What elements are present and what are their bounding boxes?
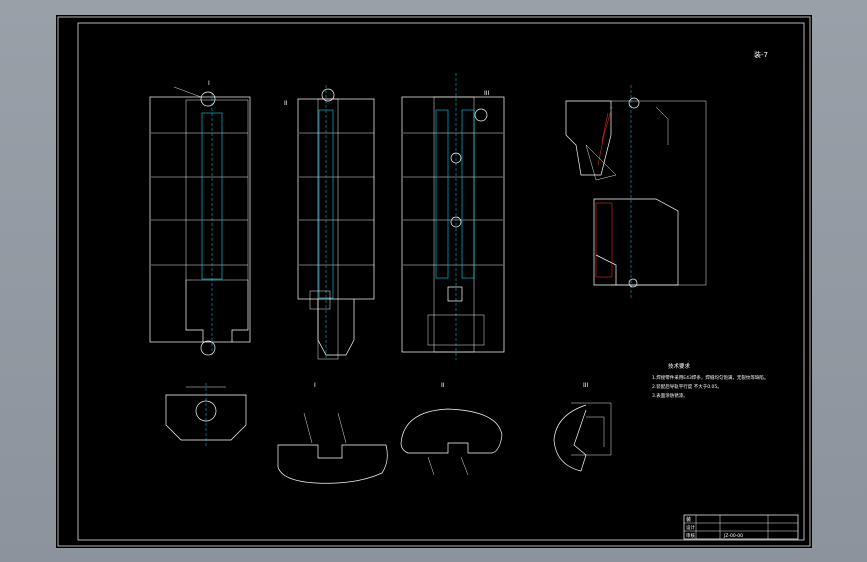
title-block: 装 设计 审核 JZ-00-00 (683, 514, 799, 540)
notes-line-3: 3.表面涂防锈漆。 (652, 392, 688, 399)
section-ii: II (277, 382, 445, 484)
notes-heading: 技术要求 (668, 362, 691, 370)
notes-line-1: 1.焊接零件采用E43焊条，焊缝均匀饱满，无裂纹等缺陷。 (652, 374, 768, 381)
section-i: I (165, 382, 316, 447)
drawing-canvas: 装-7 I (57, 16, 811, 547)
elevation-view-1: I (149, 80, 251, 356)
view-2-label: II (284, 100, 288, 107)
title-row1: 装 (686, 516, 691, 523)
detail-view (565, 85, 707, 300)
elevation-view-2: II (284, 85, 375, 360)
outer-border (57, 16, 811, 547)
elevation-view-3: III (401, 73, 505, 360)
title-row2: 设计 (686, 524, 695, 531)
section-1-label: I (314, 382, 316, 389)
technical-notes: 技术要求 1.焊接零件采用E43焊条，焊缝均匀饱满，无裂纹等缺陷。 2.装配后导… (652, 362, 768, 399)
sheet-number: 装-7 (754, 50, 768, 59)
section-3-label: III (583, 382, 589, 389)
view-3-label: III (484, 90, 490, 97)
title-code: JZ-00-00 (723, 533, 743, 539)
inner-border (77, 22, 805, 541)
drawing-sheet: 装-7 I (56, 15, 812, 548)
notes-line-2: 2.装配后导轨平行度 不大于0.05。 (652, 383, 722, 390)
section-iv (553, 402, 612, 472)
title-row3: 审核 (686, 532, 695, 539)
view-1-label: I (208, 80, 210, 87)
section-iii: III (400, 382, 589, 476)
section-2-label: II (441, 382, 445, 389)
